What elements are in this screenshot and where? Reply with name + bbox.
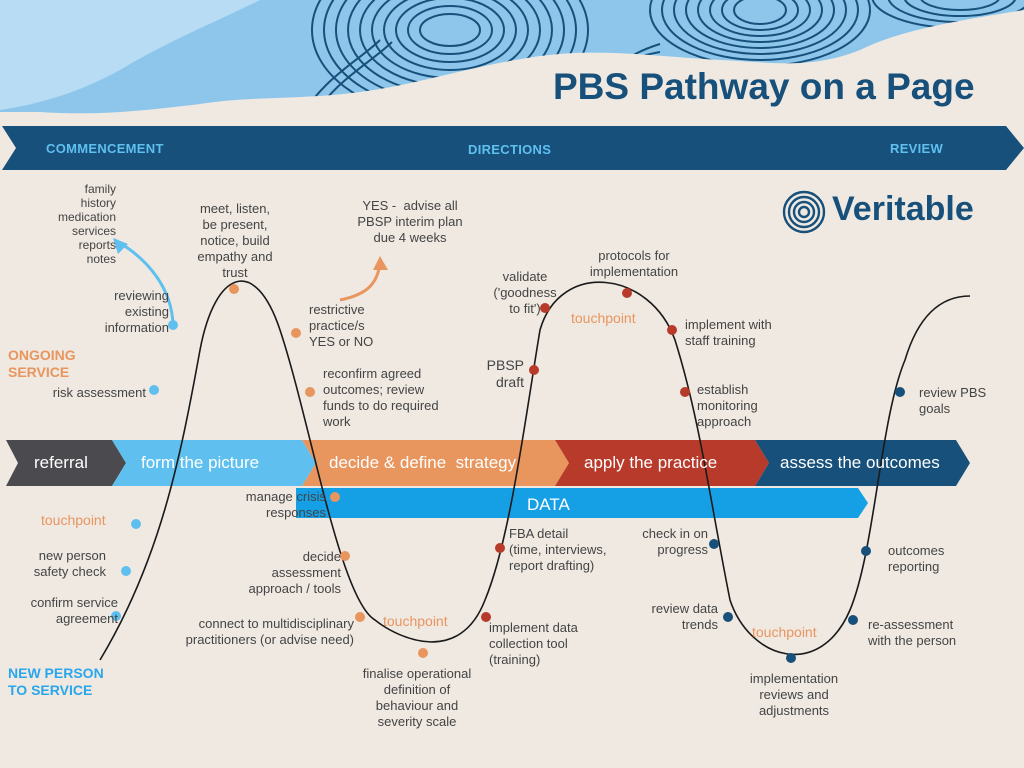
label-pbsp-draft: PBSP draft — [486, 357, 524, 390]
touchpoint-label: touchpoint — [752, 624, 817, 640]
label-establish-monitoring: establish monitoring approach — [697, 382, 758, 429]
data-bar-label: DATA — [527, 495, 570, 514]
phase-referral: referral — [34, 453, 88, 472]
label-decide-assessment: decide assessment approach / tools — [248, 549, 341, 596]
label-restrictive-practice: restrictive practice/s YES or NO — [309, 302, 374, 349]
label-validate: validate ('goodness to fit') — [493, 269, 557, 316]
phase-referral-shape — [6, 440, 126, 486]
label-manage-crisis: manage crisis responses — [245, 489, 326, 520]
label-meet-listen: meet, listen, be present, notice, build … — [197, 201, 273, 280]
label-implement-staff-training: implement with staff training — [685, 317, 772, 348]
phase-apply-shape — [555, 440, 769, 486]
label-connect-practitioners: connect to multidisciplinary practitione… — [185, 616, 354, 647]
label-implementation-reviews: implementation reviews and adjustments — [749, 671, 839, 718]
orange-arrow-shape — [339, 261, 382, 302]
pathway-curve — [99, 280, 971, 661]
band-label-commencement: COMMENCEMENT — [46, 141, 164, 156]
label-reviewing-information: reviewing existing information — [104, 288, 169, 335]
touchpoint-label: touchpoint — [383, 613, 448, 629]
label-family-history: family history medication services repor… — [57, 182, 116, 266]
label-confirm-agreement: confirm service agreement — [30, 595, 118, 626]
new-person-label: NEW PERSON TO SERVICE — [8, 665, 104, 698]
phase-assess-outcomes: assess the outcomes — [780, 453, 940, 472]
band-label-review: REVIEW — [890, 141, 944, 156]
touchpoint-label: touchpoint — [571, 310, 636, 326]
veritable-logo: Veritable — [780, 186, 1010, 240]
label-review-pbs-goals: review PBS goals — [919, 385, 987, 416]
label-reassessment: re-assessment with the person — [868, 617, 957, 648]
fingerprint-wave-decoration — [0, 0, 1024, 114]
label-risk-assessment: risk assessment — [52, 385, 146, 400]
phase-decide-shape — [302, 440, 569, 486]
label-protocols: protocols for implementation — [589, 248, 679, 279]
label-implement-data-tool: implement data collection tool (training… — [489, 620, 578, 667]
fingerprint-icon — [782, 190, 826, 234]
band-label-directions: DIRECTIONS — [468, 142, 552, 157]
page-title: PBS Pathway on a Page — [553, 66, 975, 107]
blue-arrow-shape — [114, 238, 175, 326]
label-new-person-safety: new person safety check — [33, 548, 106, 579]
data-bar-shape — [296, 488, 868, 518]
label-review-data-trends: review data trends — [651, 601, 718, 632]
phase-apply-practice: apply the practice — [584, 453, 718, 472]
label-fba-detail: FBA detail (time, interviews, report dra… — [509, 526, 607, 573]
phase-form-shape — [112, 440, 316, 486]
phase-decide-define: decide & define strategy — [329, 453, 517, 472]
touchpoint-label: touchpoint — [41, 512, 106, 528]
header-band — [2, 126, 1024, 170]
phase-form-the-picture: form the picture — [141, 453, 260, 472]
label-finalise-definition: finalise operational definition of behav… — [362, 666, 472, 729]
brand-name: Veritable — [832, 190, 974, 228]
label-reconfirm-outcomes: reconfirm agreed outcomes; review funds … — [323, 366, 439, 429]
phase-assess-shape — [755, 440, 970, 486]
ongoing-service-label: ONGOING SERVICE — [8, 347, 76, 380]
label-outcomes-reporting: outcomes reporting — [888, 543, 945, 574]
label-check-in-progress: check in on progress — [642, 526, 708, 557]
label-yes-advise: YES - advise all PBSP interim plan due 4… — [357, 198, 463, 245]
